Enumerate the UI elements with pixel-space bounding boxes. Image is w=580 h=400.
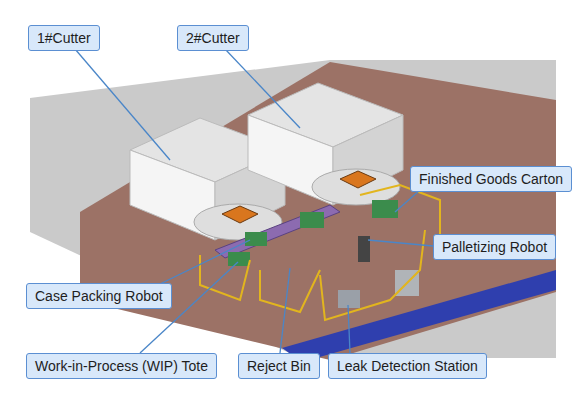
callout-label: Work-in-Process (WIP) Tote: [35, 357, 208, 375]
leader-line: [280, 268, 290, 353]
leader-line: [368, 240, 433, 246]
callout-label: Leak Detection Station: [337, 357, 478, 375]
callout-box: 2#Cutter: [177, 25, 249, 51]
fence: [360, 185, 440, 250]
callout-box: Palletizing Robot: [433, 234, 556, 260]
station: [372, 200, 398, 218]
callout-label: Finished Goods Carton: [419, 170, 563, 188]
leader-line: [395, 190, 420, 212]
cutter-table: [312, 169, 400, 205]
leader-line: [348, 305, 350, 353]
cutter-fixture: [222, 206, 258, 223]
station: [245, 232, 267, 246]
callout-box: Work-in-Process (WIP) Tote: [26, 353, 217, 379]
station: [228, 252, 250, 266]
callout-box: Finished Goods Carton: [410, 166, 572, 192]
safety-fences: [200, 185, 440, 320]
cutter-fixture: [340, 171, 376, 188]
leader-line: [75, 49, 170, 160]
leader-line: [160, 240, 250, 284]
callout-label: 2#Cutter: [186, 29, 240, 47]
callout-box: Case Packing Robot: [26, 283, 172, 309]
callout-label: Reject Bin: [247, 357, 311, 375]
fence: [200, 255, 250, 300]
conveyor: [215, 205, 340, 258]
station: [300, 212, 324, 228]
fence: [260, 270, 320, 312]
callout-box: Reject Bin: [238, 353, 320, 379]
callout-box: Leak Detection Station: [328, 353, 487, 379]
callout-box: 1#Cutter: [28, 25, 100, 51]
leader-line: [225, 49, 300, 128]
callout-label: Case Packing Robot: [35, 287, 163, 305]
walkway-stripe: [282, 270, 556, 362]
callout-label: 1#Cutter: [37, 29, 91, 47]
leak-tester: [338, 290, 360, 308]
callout-label: Palletizing Robot: [442, 238, 547, 256]
work-zone-floor: [80, 62, 556, 360]
